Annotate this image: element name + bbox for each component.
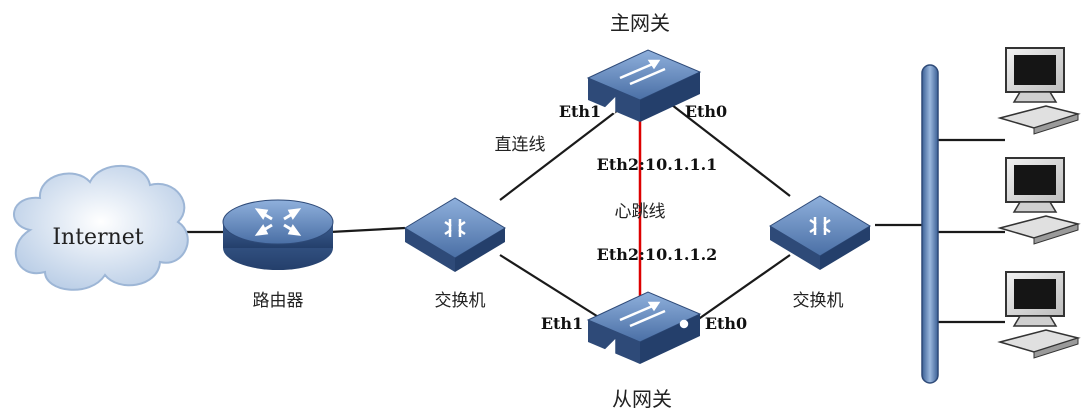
- master-eth2-label: Eth2:10.1.1.1: [597, 155, 718, 174]
- cloud-shape: [13, 164, 189, 291]
- master-gateway-icon: [586, 49, 702, 122]
- switch-right-icon: [769, 195, 871, 270]
- connection-lines: [185, 104, 1005, 326]
- master-eth0-label: Eth0: [685, 102, 727, 121]
- pc-icon: [997, 157, 1081, 245]
- backup-eth1-label: Eth1: [541, 314, 583, 333]
- router-label: 路由器: [253, 291, 304, 311]
- link-switch-backup: [499, 254, 601, 319]
- switch-left-label: 交换机: [435, 291, 486, 311]
- backup-eth0-label: Eth0: [705, 314, 747, 333]
- pc-icon: [997, 47, 1081, 135]
- lan-bus: [921, 64, 939, 384]
- link-backup-rswitch: [689, 254, 791, 326]
- backup-eth2-label: Eth2:10.1.1.2: [597, 245, 718, 264]
- heartbeat-line-label: 心跳线: [615, 202, 666, 222]
- link-master-rswitch: [671, 104, 791, 197]
- switch-right-label: 交换机: [793, 291, 844, 311]
- direct-line-label: 直连线: [495, 135, 546, 155]
- master-eth1-label: Eth1: [559, 102, 601, 121]
- backup-gateway-title: 从网关: [612, 387, 672, 411]
- pc-icon: [997, 271, 1081, 359]
- router-icon: [222, 199, 334, 270]
- link-router-switch: [329, 226, 406, 234]
- backup-gateway-icon: [586, 291, 702, 364]
- internet-cloud: Internet: [13, 164, 189, 291]
- link-switch-master: [499, 109, 619, 201]
- cloud-label: Internet: [52, 225, 143, 250]
- master-gateway-title: 主网关: [610, 11, 670, 35]
- switch-left-icon: [404, 197, 506, 272]
